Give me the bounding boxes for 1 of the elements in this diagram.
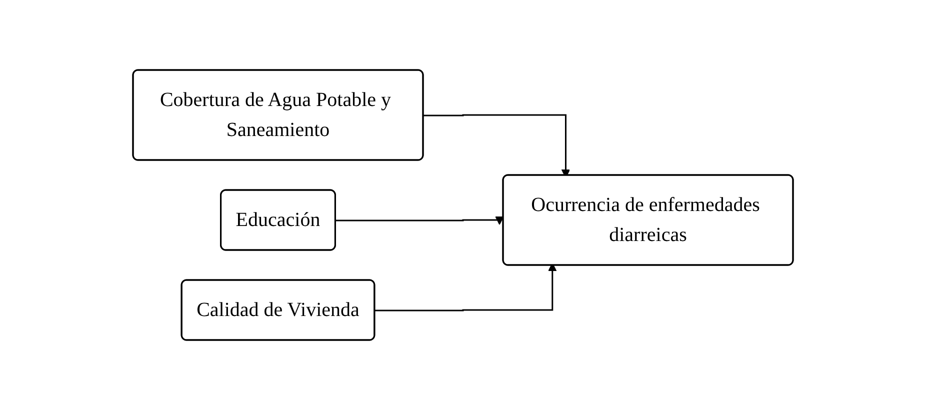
- arrow: [336, 216, 504, 225]
